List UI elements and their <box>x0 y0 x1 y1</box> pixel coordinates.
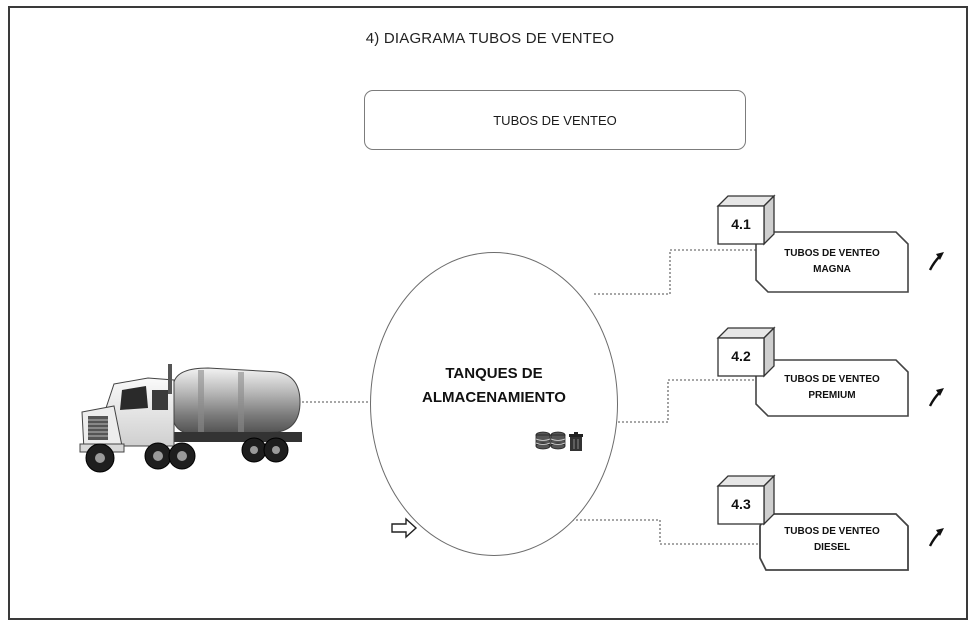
database-icon <box>535 431 566 450</box>
branch-label-4-2: TUBOS DE VENTEO PREMIUM <box>766 372 898 404</box>
branch-number-4-3: 4.3 <box>731 496 751 512</box>
right-arrow-icon <box>391 517 418 539</box>
curved-arrow-icon <box>936 388 944 396</box>
cube-4-3 <box>716 474 776 526</box>
cube-4-2 <box>716 326 776 378</box>
trash-bin-icon <box>569 432 583 451</box>
branch-number-4-2: 4.2 <box>731 348 751 364</box>
branch-label-4-2-line1: TUBOS DE VENTEO <box>784 374 880 385</box>
branch-label-4-3: TUBOS DE VENTEO DIESEL <box>766 524 898 556</box>
branch-number-4-1: 4.1 <box>731 216 751 232</box>
connector-4-2 <box>614 379 768 423</box>
branch-box-4-3 <box>759 513 909 571</box>
curved-arrow-icon <box>936 252 944 260</box>
connector-4-3 <box>560 519 760 545</box>
storage-tanks-line1: TANQUES DE <box>445 365 543 382</box>
tanker-truck-icon <box>79 364 302 473</box>
connector-4-1 <box>594 249 768 295</box>
curved-arrow-icon <box>928 531 941 547</box>
storage-tanks-ellipse <box>370 252 618 556</box>
page-title: 4) DIAGRAMA TUBOS DE VENTEO <box>365 30 615 47</box>
header-box: TUBOS DE VENTEO <box>364 90 746 150</box>
branch-label-4-1-line2: MAGNA <box>813 264 851 275</box>
branch-label-4-2-line2: PREMIUM <box>808 390 856 401</box>
branch-box-4-2 <box>755 359 909 417</box>
curved-arrow-icon <box>928 255 941 271</box>
branch-label-4-1: TUBOS DE VENTEO MAGNA <box>766 246 898 278</box>
storage-tanks-line2: ALMACENAMIENTO <box>422 389 566 406</box>
branch-label-4-3-line1: TUBOS DE VENTEO <box>784 526 880 537</box>
curved-arrow-icon <box>936 528 944 536</box>
header-label: TUBOS DE VENTEO <box>493 112 617 128</box>
storage-tanks-label: TANQUES DE ALMACENAMIENTO <box>370 362 618 410</box>
branch-label-4-3-line2: DIESEL <box>813 542 851 553</box>
branch-label-4-1-line1: TUBOS DE VENTEO <box>784 248 880 259</box>
branch-box-4-1 <box>755 231 909 293</box>
cube-4-1 <box>716 194 776 246</box>
curved-arrow-icon <box>928 391 941 407</box>
